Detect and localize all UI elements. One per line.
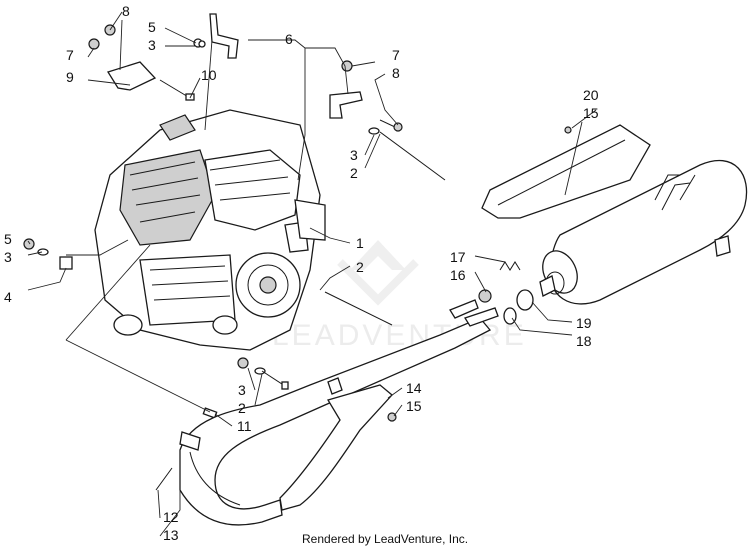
callout-17: 17 xyxy=(450,249,466,265)
callout-3: 3 xyxy=(238,382,246,398)
fasteners xyxy=(23,24,572,491)
callout-10: 10 xyxy=(201,67,217,83)
callout-20: 20 xyxy=(583,87,599,103)
callout-9: 9 xyxy=(66,69,74,85)
left-bracket xyxy=(107,61,157,91)
callout-11: 11 xyxy=(237,418,252,434)
callout-labels: 8 5 3 6 7 9 10 7 8 3 2 20 15 5 3 4 1 2 1… xyxy=(4,3,599,543)
callout-7: 7 xyxy=(392,47,400,63)
callout-19: 19 xyxy=(576,315,592,331)
pipe-heat-shield xyxy=(279,384,393,511)
engine-assembly xyxy=(94,109,326,351)
callout-14: 14 xyxy=(406,380,422,396)
callout-7: 7 xyxy=(66,47,74,63)
callout-12: 12 xyxy=(163,509,179,525)
right-bracket xyxy=(329,91,363,119)
callout-13: 13 xyxy=(163,527,179,543)
callout-3: 3 xyxy=(350,147,358,163)
callout-5: 5 xyxy=(4,231,12,247)
callout-16: 16 xyxy=(450,267,466,283)
callout-15: 15 xyxy=(406,398,422,414)
callout-2: 2 xyxy=(238,400,246,416)
callout-1: 1 xyxy=(356,235,364,251)
leader-lines xyxy=(27,11,597,537)
callout-8: 8 xyxy=(122,3,130,19)
callout-2: 2 xyxy=(356,259,364,275)
top-bracket xyxy=(209,13,239,59)
callout-8: 8 xyxy=(392,65,400,81)
callout-3: 3 xyxy=(148,37,156,53)
callout-15: 15 xyxy=(583,105,599,121)
callout-18: 18 xyxy=(576,333,592,349)
credit-text: Rendered by LeadVenture, Inc. xyxy=(302,532,468,546)
exhaust-pipe xyxy=(179,299,517,526)
watermark-text: LEADVENTURE xyxy=(272,319,527,352)
callout-4: 4 xyxy=(4,289,12,305)
callout-3: 3 xyxy=(4,249,12,265)
callout-2: 2 xyxy=(350,165,358,181)
callout-5: 5 xyxy=(148,19,156,35)
muffler xyxy=(516,159,748,311)
callout-6: 6 xyxy=(285,31,293,47)
